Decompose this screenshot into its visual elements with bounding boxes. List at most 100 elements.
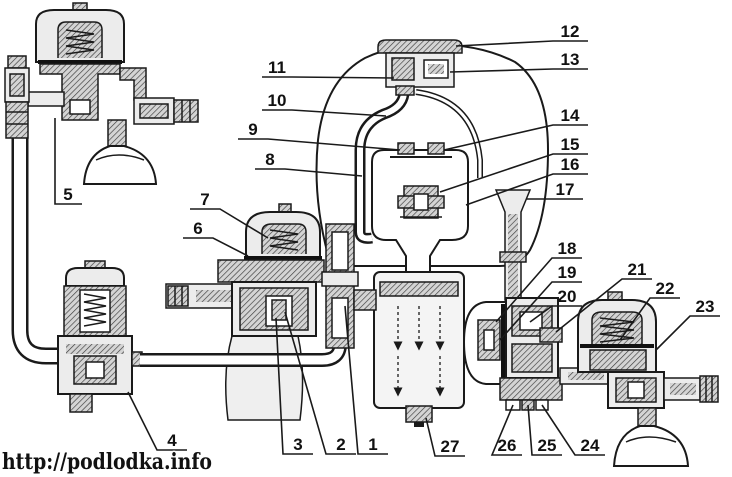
mouth-cup [612,425,690,467]
leader-1 [344,305,388,455]
valve-cap [377,39,463,54]
column-chamber-upper [331,231,349,271]
inner-valve [397,185,445,219]
leader-3 [275,317,313,455]
column-chamber-lower [331,297,349,339]
left-arm-nut [167,285,189,307]
valve-outlet [395,85,415,96]
left-arm-core [196,290,234,302]
left-check-valve [4,55,30,139]
valve-core [9,73,25,97]
spring-cap [261,223,307,254]
regulator-flange [589,349,647,371]
leader-15 [439,153,588,193]
cup-rim [625,436,677,443]
callout-8: 8 [265,150,274,169]
leader-23 [655,315,720,351]
callout-7: 7 [200,190,209,209]
leader-5 [54,118,82,205]
callout-6: 6 [193,219,202,238]
valve-seat [391,57,415,81]
cup-stem [107,119,127,147]
vessel-fitting-left [397,142,415,155]
central-regulator [165,203,325,337]
callout-5: 5 [63,185,72,204]
leader-12 [455,40,588,47]
callout-1: 1 [368,435,377,454]
callout-14: 14 [561,106,580,125]
right-fitting-core [139,103,169,119]
left-arm [27,91,65,107]
leader-4 [127,391,187,451]
leader-24 [541,404,605,456]
valve-lower [5,101,29,139]
leader-8 [255,168,363,177]
leader-25 [527,404,562,456]
leader-18 [495,257,582,323]
leader-7 [190,208,269,239]
cup-stem [637,407,657,427]
callout-11: 11 [268,58,286,77]
leader-20 [529,305,582,323]
bag-top-valve [377,39,463,96]
callout-10: 10 [268,91,287,110]
connecting-pipe-core [568,372,604,380]
right-arm-nut [699,375,719,403]
leader-2 [284,311,356,455]
valve-plug [271,299,287,321]
tube-inner [357,93,407,242]
flange [217,259,325,283]
leader-10 [262,109,387,117]
column-outlet [353,289,377,311]
leader-21 [555,278,652,333]
callout-18: 18 [558,239,577,258]
tube-inner [415,90,482,178]
hose-inner [14,136,64,362]
leader-27 [425,417,465,457]
vessel-fitting-right [427,142,445,155]
canister-drain [414,422,424,427]
valve-dome [65,267,125,287]
leader-13 [449,68,588,73]
absorbent-canister [373,271,465,427]
callout-17: 17 [556,180,575,199]
canister-grid [379,281,459,297]
right-arm-core [670,383,696,395]
column-collar [321,271,359,287]
callout-19: 19 [558,263,577,282]
callout-23: 23 [696,297,715,316]
lower-valve-seat [85,361,105,379]
spring [269,229,299,251]
mouth-cup [82,145,158,185]
callout-3: 3 [293,435,302,454]
leader-19 [499,281,582,341]
callout-27: 27 [441,437,460,456]
cup-rim [95,154,145,161]
bottom-block [499,377,563,401]
callout-labels: 1 2 3 4 5 6 7 8 9 10 11 12 13 14 15 16 1… [63,22,714,456]
leader-9 [238,138,401,151]
leader-26 [490,404,522,456]
valve-top-nipple [7,55,27,69]
callout-15: 15 [561,135,580,154]
valve-seat [69,99,91,115]
lower-channel [66,344,124,354]
reducer-column [321,223,377,349]
leader-14 [443,124,588,151]
callout-24: 24 [581,436,600,455]
inner-valve-core [413,193,429,211]
leader-6 [183,237,249,257]
inner-feed-tube [354,92,410,244]
bottom-left-valve-assembly [57,260,143,413]
callout-leaders [54,40,720,457]
bottom-nipple [69,393,93,413]
spring [599,317,635,343]
callout-16: 16 [561,155,580,174]
callout-21: 21 [628,260,647,279]
callout-20: 20 [558,287,577,306]
tube-coupling [499,251,527,263]
callout-12: 12 [561,22,580,41]
valve-seat [627,381,645,399]
demand-valve-seat [483,329,495,351]
